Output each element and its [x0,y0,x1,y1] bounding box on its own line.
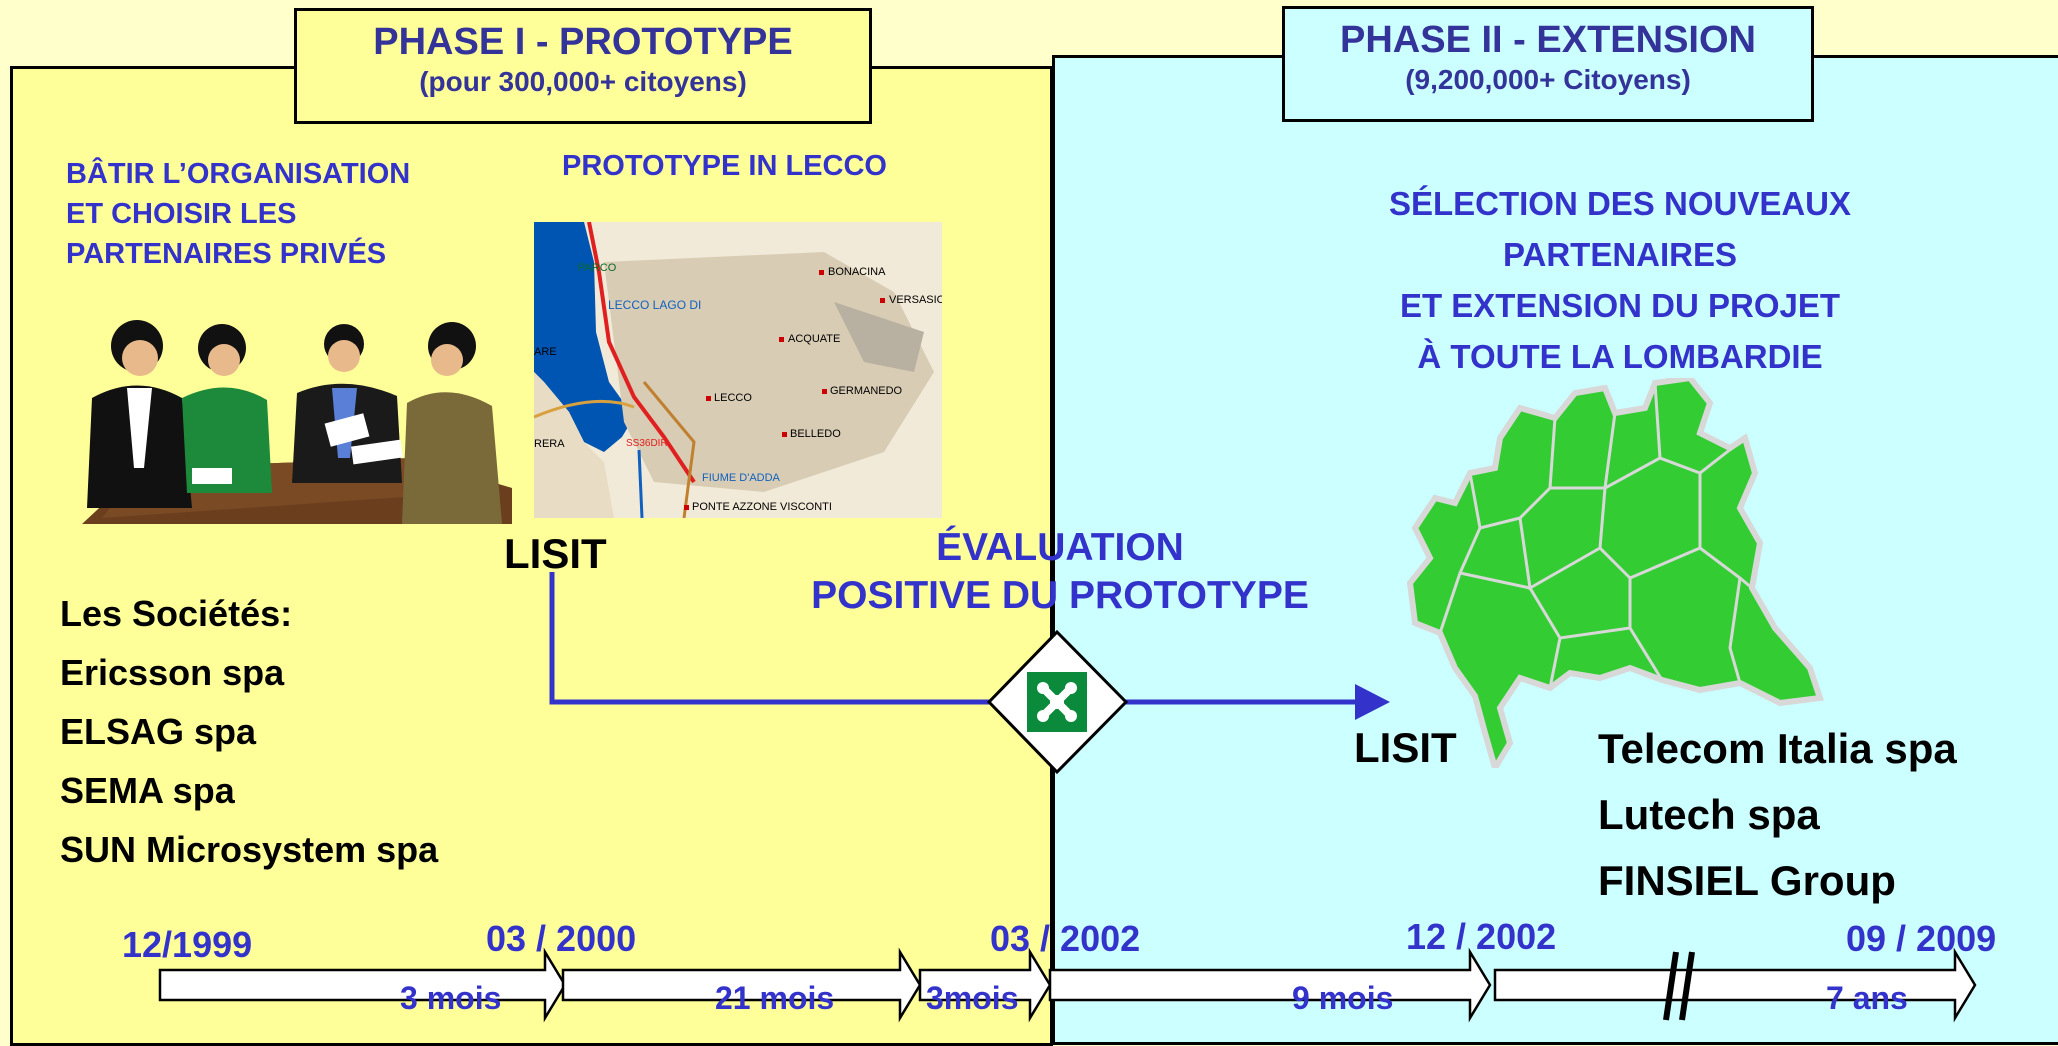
time-break-icon [1663,951,1695,1021]
company-item: Ericsson spa [60,652,285,693]
map-label: VERSASIO [889,294,942,306]
map-label: ACQUATE [788,333,841,345]
phase2-title: PHASE II - EXTENSION [1340,19,1756,61]
timeline-date: 09 / 2009 [1846,918,1997,959]
selection-line: ET EXTENSION DU PROJET [1399,287,1841,324]
map-label: BELLEDO [790,428,841,440]
lisit-left-label: LISIT [504,530,607,577]
timeline-duration: 7 ans [1826,980,1908,1016]
map-label: PONTE AZZONE VISCONTI [692,501,832,513]
selection-line: SÉLECTION DES NOUVEAUX [1388,185,1852,222]
company-item: ELSAG spa [60,711,257,752]
timeline-duration: 3 mois [400,980,502,1016]
phase1-title: PHASE I - PROTOTYPE [373,21,793,63]
build-org-line: ET CHOISIR LES [66,198,297,230]
timeline-date: 12 / 2002 [1406,916,1557,957]
map-label: LECCO [714,392,752,404]
map-label: FIUME D'ADDA [702,472,780,484]
build-org-line: BÂTIR L’ORGANISATION [66,158,411,190]
phase1-title-box: PHASE I - PROTOTYPE (pour 300,000+ citoy… [294,8,872,124]
timeline-date: 03 / 2002 [990,918,1141,959]
build-org-line: PARTENAIRES PRIVÉS [66,238,387,270]
lisit-right-label: LISIT [1354,724,1457,771]
evaluation-line: POSITIVE DU PROTOTYPE [811,574,1309,617]
lombardy-map [1406,378,1825,768]
timeline-duration: 9 mois [1292,980,1394,1016]
timeline-duration: 21 mois [715,980,835,1016]
selection-line: À TOUTE LA LOMBARDIE [1417,338,1823,375]
lecco-map-graphic [534,222,934,518]
company-item: SUN Microsystem spa [60,829,439,870]
timeline-duration: 3mois [926,980,1019,1016]
phase2-subtitle: (9,200,000+ Citoyens) [1405,64,1691,95]
map-label: PARCO [578,262,617,274]
evaluation-line: ÉVALUATION [936,526,1184,569]
selection-line: PARTENAIRES [1502,236,1738,273]
timeline-date: 12/1999 [122,924,253,965]
lecco-map: PARCO LECCO LAGO DI BONACINA VERSASIO AC… [534,222,942,518]
company-item: Lutech spa [1598,791,1820,838]
phase1-subtitle: (pour 300,000+ citoyens) [419,66,747,97]
camunian-rose-icon [1037,682,1077,722]
region-logo-diamond [986,629,1129,775]
evaluation-text: ÉVALUATION POSITIVE DU PROTOTYPE [770,524,1350,620]
phase1-companies: Les Sociétés: Ericsson spa ELSAG spa SEM… [60,584,438,879]
phase2-companies: Telecom Italia spa Lutech spa FINSIEL Gr… [1598,716,1957,914]
build-organisation-text: BÂTIR L’ORGANISATION ET CHOISIR LES PART… [66,154,410,274]
map-label: SS36DIR [626,438,668,449]
company-item: SEMA spa [60,770,235,811]
phase2-title-box: PHASE II - EXTENSION (9,200,000+ Citoyen… [1282,6,1814,122]
map-label: GERMANEDO [830,385,903,397]
companies-heading: Les Sociétés: [60,593,293,634]
map-label: ARE [534,346,557,358]
selection-text: SÉLECTION DES NOUVEAUX PARTENAIRES ET EX… [1320,178,1920,382]
company-item: Telecom Italia spa [1598,725,1957,772]
map-label: LECCO LAGO DI [608,298,702,312]
company-item: FINSIEL Group [1598,857,1896,904]
business-meeting-image [82,320,512,524]
timeline-date: 03 / 2000 [486,918,637,959]
prototype-in-lecco-label: PROTOTYPE IN LECCO [562,150,887,182]
map-label: RERA [534,438,565,450]
map-label: BONACINA [828,266,886,278]
